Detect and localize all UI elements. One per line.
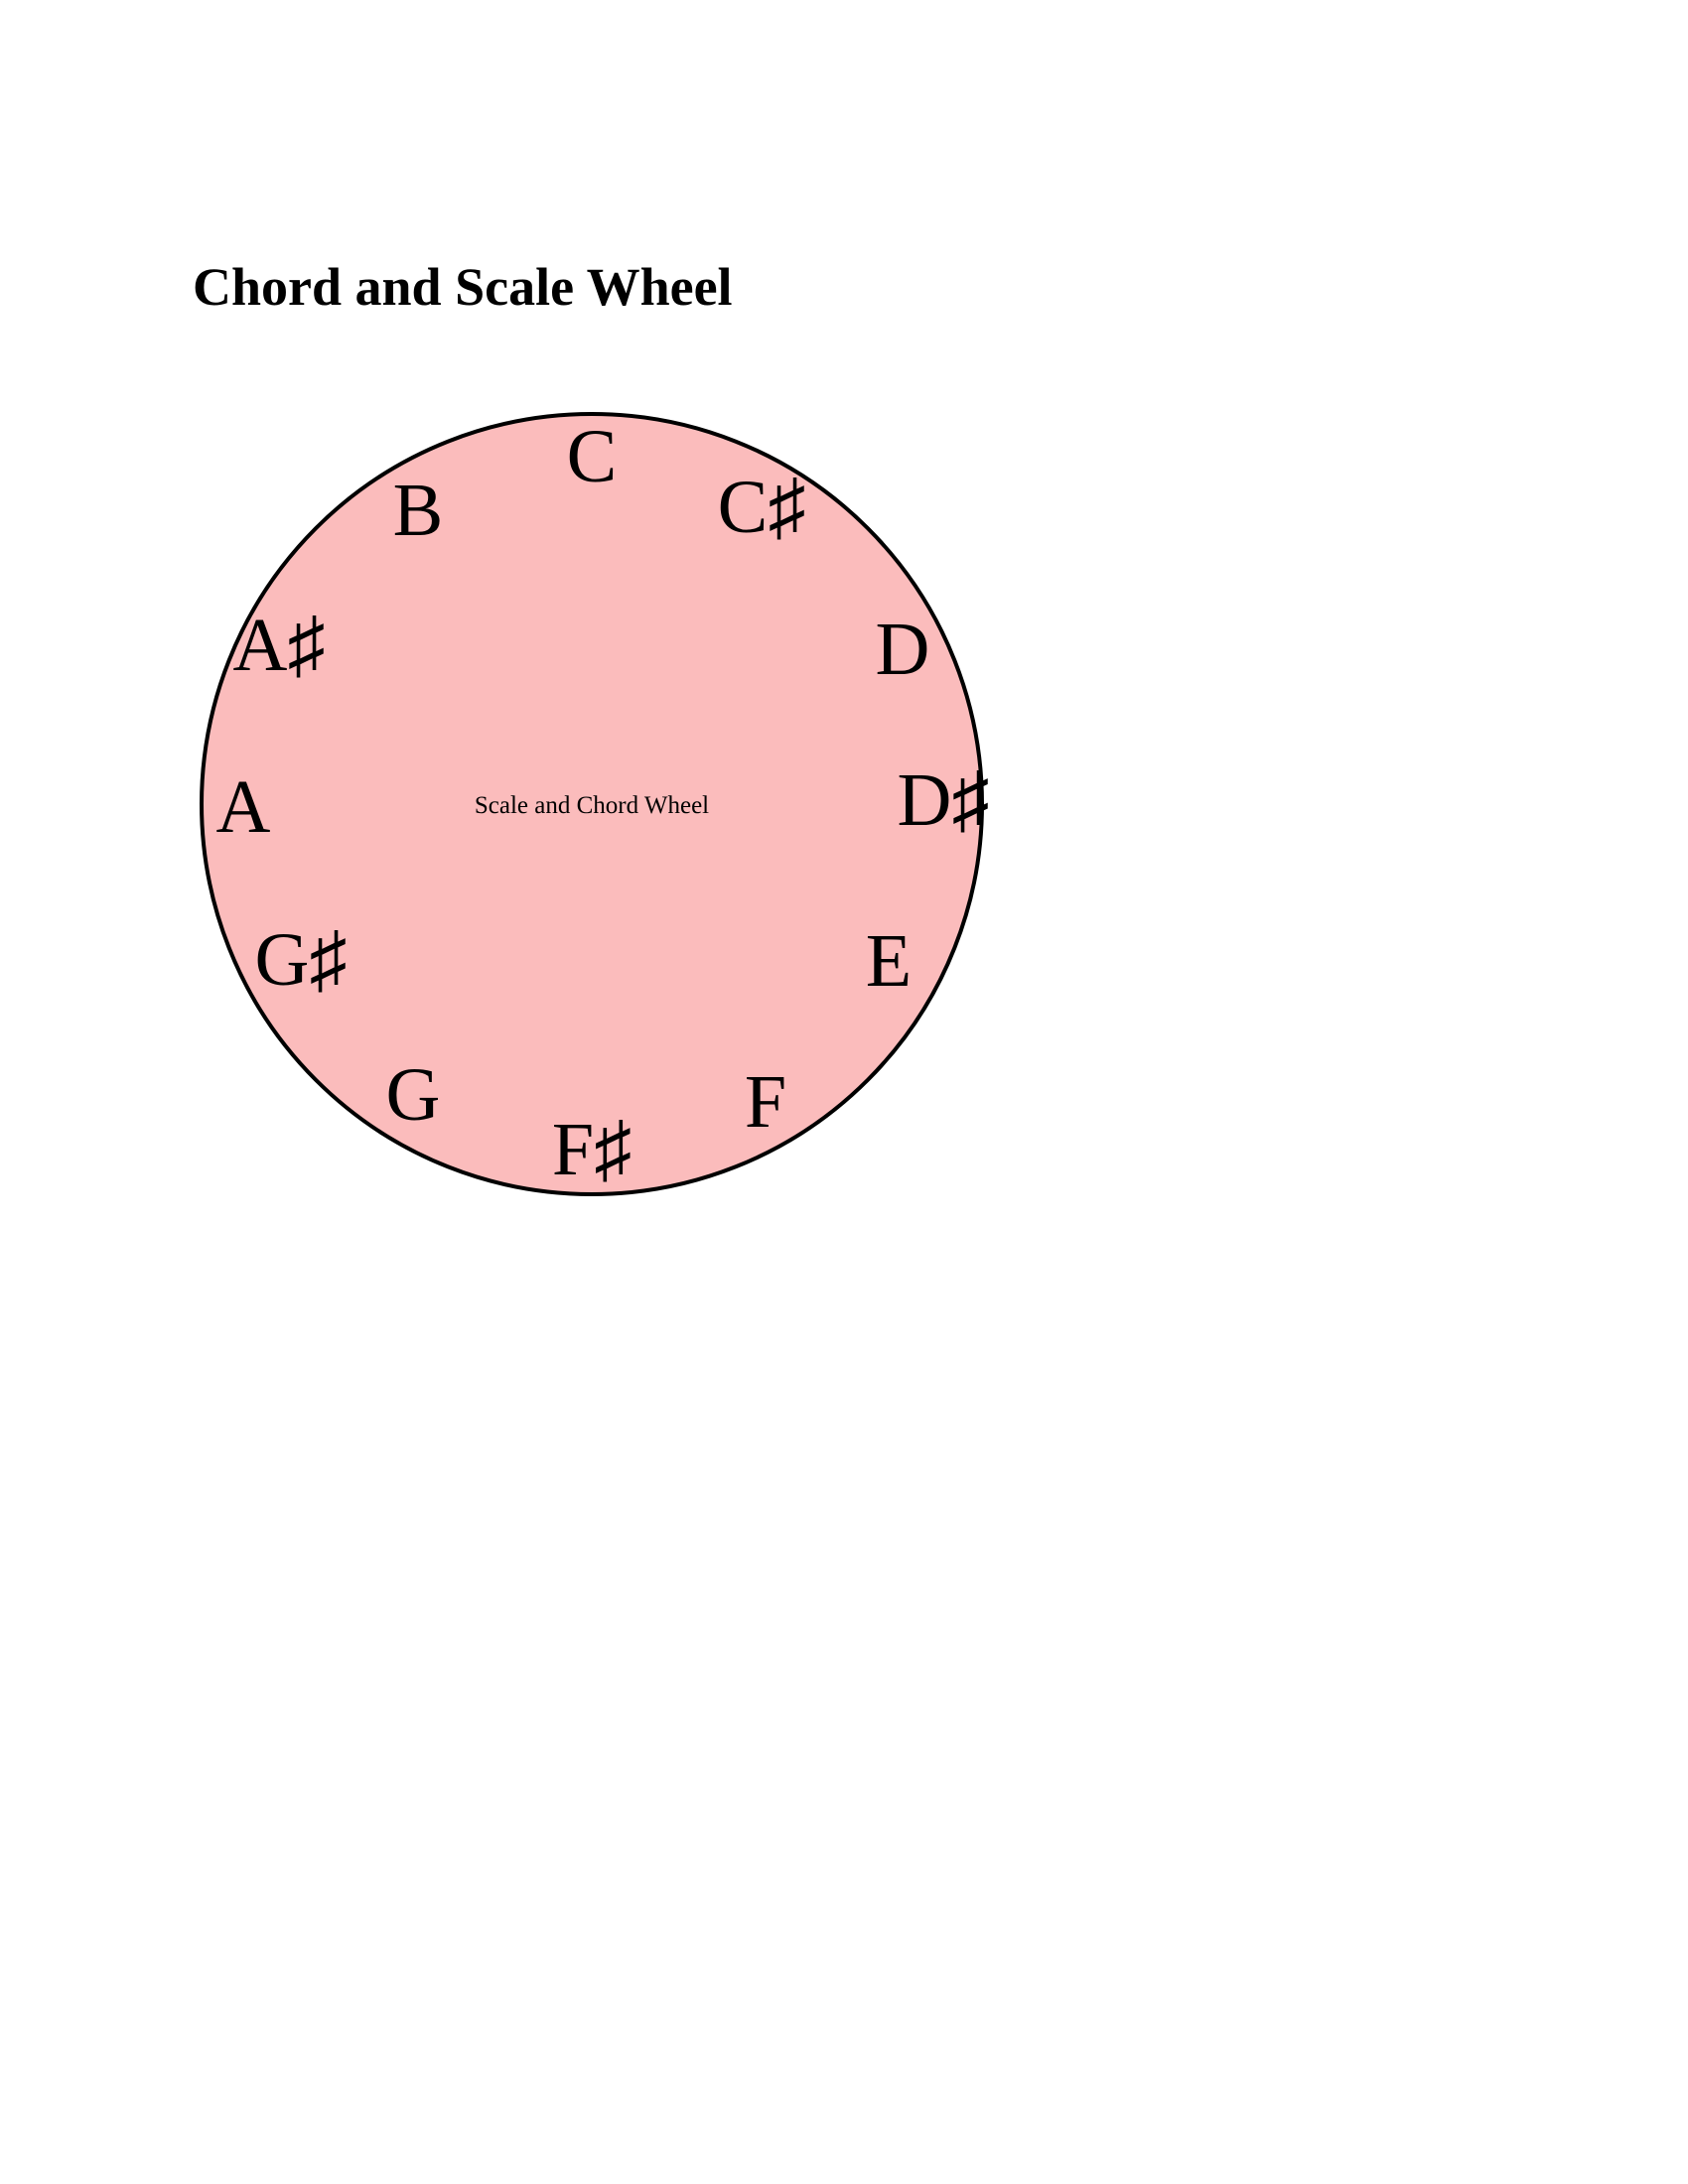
note-label-a-sharp: A♯ bbox=[233, 604, 326, 687]
note-label-g: G bbox=[386, 1053, 441, 1137]
note-label-c-sharp: C♯ bbox=[718, 466, 806, 549]
note-label-e: E bbox=[866, 919, 912, 1003]
note-label-f: F bbox=[745, 1060, 786, 1144]
wheel-center-label: Scale and Chord Wheel bbox=[475, 792, 709, 819]
note-label-b: B bbox=[393, 469, 444, 552]
note-label-g-sharp: G♯ bbox=[255, 918, 348, 1002]
note-label-c: C bbox=[567, 415, 618, 498]
note-label-d: D bbox=[876, 608, 930, 691]
note-label-a: A bbox=[216, 765, 271, 849]
note-label-d-sharp: D♯ bbox=[898, 758, 990, 842]
wheel-disc bbox=[200, 412, 984, 1196]
page-title: Chord and Scale Wheel bbox=[193, 257, 733, 317]
note-label-f-sharp: F♯ bbox=[552, 1108, 632, 1191]
